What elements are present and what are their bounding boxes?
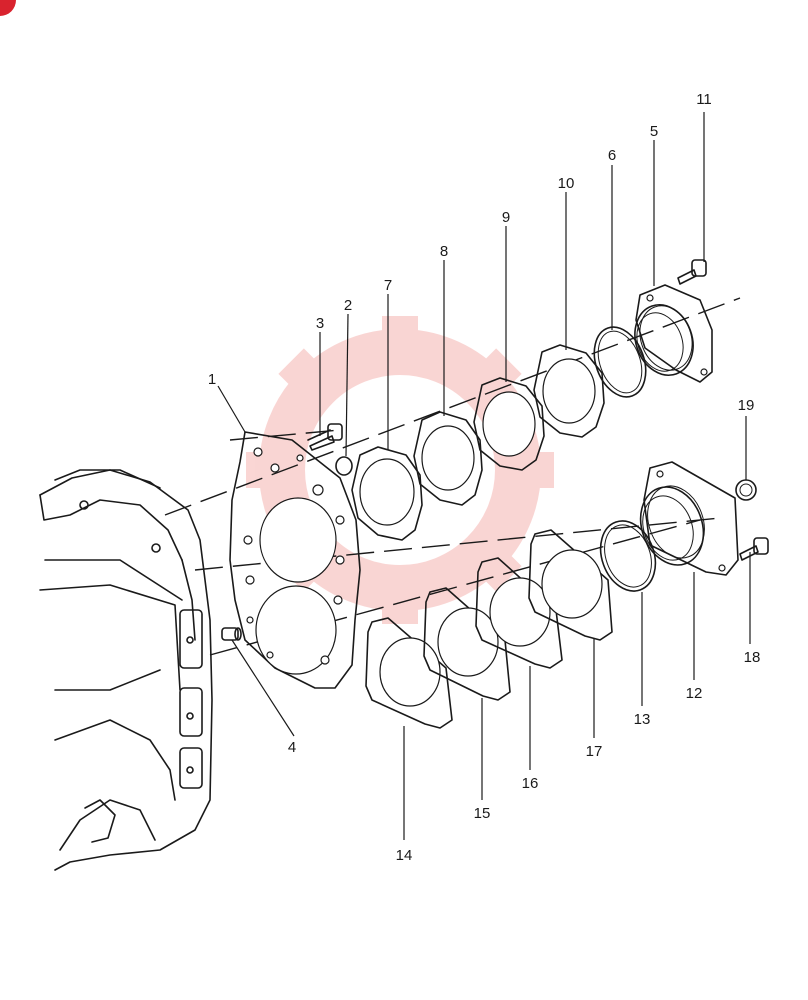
callout-8: 8 bbox=[440, 243, 448, 260]
upper-shim-9 bbox=[473, 377, 545, 471]
part-12-bearing-retainer bbox=[639, 461, 739, 576]
callout-18: 18 bbox=[744, 649, 761, 666]
lower-shim-15 bbox=[423, 587, 511, 701]
part-5-bearing-retainer bbox=[634, 284, 713, 383]
part-4-pin bbox=[221, 627, 242, 641]
part-3-screw bbox=[307, 423, 343, 451]
callout-14: 14 bbox=[396, 847, 413, 864]
adapter-plate bbox=[229, 431, 361, 689]
upper-shim-10 bbox=[533, 344, 605, 438]
leader-lines bbox=[217, 112, 751, 840]
part-6-o-ring bbox=[593, 326, 647, 398]
callout-4: 4 bbox=[288, 739, 296, 756]
callout-17: 17 bbox=[586, 743, 603, 760]
callout-9: 9 bbox=[502, 209, 510, 226]
callout-16: 16 bbox=[522, 775, 539, 792]
callout-6: 6 bbox=[608, 147, 616, 164]
upper-shim-8 bbox=[413, 411, 483, 506]
lower-shim-16 bbox=[475, 557, 563, 669]
callout-13: 13 bbox=[634, 711, 651, 728]
callout-11: 11 bbox=[696, 91, 712, 108]
callout-2: 2 bbox=[344, 297, 352, 314]
callout-7: 7 bbox=[384, 277, 392, 294]
callout-3: 3 bbox=[316, 315, 324, 332]
part-11-screw bbox=[677, 259, 707, 285]
transmission-housing bbox=[39, 469, 213, 871]
callout-15: 15 bbox=[474, 805, 491, 822]
callout-19: 19 bbox=[738, 397, 755, 414]
callout-labels: 1 2 3 4 5 6 7 8 9 10 11 12 13 14 15 16 1… bbox=[208, 91, 761, 864]
corner-badge bbox=[0, 0, 16, 16]
upper-shim-7 bbox=[351, 446, 423, 541]
part-19-plug bbox=[735, 479, 757, 501]
part-2-dowel bbox=[335, 456, 353, 476]
part-13-o-ring bbox=[599, 520, 657, 592]
callout-1: 1 bbox=[208, 371, 216, 388]
callout-5: 5 bbox=[650, 123, 658, 140]
callout-10: 10 bbox=[558, 175, 575, 192]
lower-shim-17 bbox=[528, 529, 613, 641]
part-18-screw bbox=[739, 537, 769, 561]
callout-12: 12 bbox=[686, 685, 703, 702]
lower-shim-14 bbox=[365, 617, 453, 729]
